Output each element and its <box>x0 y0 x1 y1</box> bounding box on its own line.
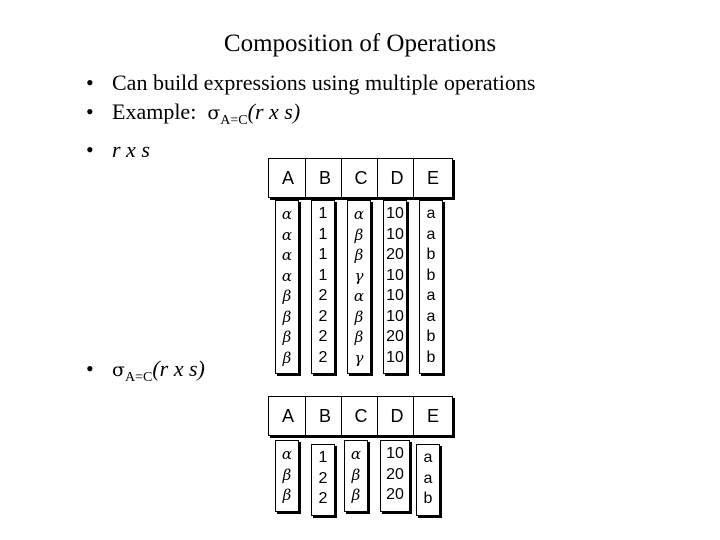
table1-cell: b <box>426 328 436 345</box>
table2-cell: β <box>282 486 292 504</box>
table1-header-e: E <box>413 158 453 198</box>
table2-cell: β <box>351 486 361 504</box>
table1-column-a: α α α α β β β β <box>275 200 299 374</box>
table1-cell: 2 <box>318 328 328 345</box>
table1-cell: 20 <box>386 328 404 345</box>
table2-cell: 10 <box>386 445 404 462</box>
table1-cell: a <box>426 205 436 222</box>
table1-cell: α <box>281 266 293 285</box>
table1-cell: a <box>426 225 436 243</box>
table1-cell: 20 <box>386 246 404 263</box>
table2-cell: a <box>423 469 433 487</box>
table2-cell: 2 <box>318 469 328 487</box>
bullet-list: Can build expressions using multiple ope… <box>86 68 535 164</box>
table2-column-b: 1 2 2 <box>311 444 335 516</box>
expression: r x s <box>112 137 150 162</box>
table1-cell: β <box>354 307 364 326</box>
table1-cell: a <box>426 287 436 304</box>
table2-header-c: C <box>341 396 381 436</box>
table1-cell: 10 <box>386 287 404 304</box>
bullet-prefix: Example: <box>112 99 208 124</box>
table1-cell: α <box>281 246 293 264</box>
bullet-item-2: Example: σA=C(r x s) <box>86 97 535 135</box>
table2-column-a: α β β <box>275 440 299 512</box>
table2-cell: α <box>281 445 293 463</box>
table1-cell: γ <box>354 348 364 367</box>
table1-cell: α <box>353 205 365 223</box>
table2-cell: 1 <box>318 449 328 466</box>
table1-cell: 2 <box>318 307 328 325</box>
table1-cell: 1 <box>318 225 328 243</box>
table1-column-c: α β β γ α β β γ <box>347 200 371 374</box>
table1-header-c: C <box>341 158 381 198</box>
table1-column-b: 1 1 1 1 2 2 2 2 <box>311 200 335 374</box>
table1-cell: b <box>426 266 436 284</box>
bullet-item-4: σA=C(r x s) <box>86 356 205 386</box>
bullet-item-3: r x s <box>86 135 535 164</box>
table1-cell: β <box>282 348 292 367</box>
table1-cell: 10 <box>386 225 404 243</box>
table2-header-b: B <box>305 396 345 436</box>
table1-header-a: A <box>268 158 308 198</box>
table1-column-d: 10 10 20 10 10 10 20 10 <box>383 200 407 374</box>
bullet-item-1: Can build expressions using multiple ope… <box>86 68 535 97</box>
table1-cell: γ <box>354 266 364 285</box>
table1-cell: β <box>282 307 292 326</box>
table1-cell: β <box>282 328 292 346</box>
table1-cell: β <box>354 328 364 346</box>
table2-column-d: 10 20 20 <box>380 440 410 512</box>
table2-header-e: E <box>413 396 453 436</box>
table2-cell: 20 <box>386 486 404 503</box>
table1-cell: 1 <box>318 205 328 222</box>
table2-cell: β <box>351 465 361 484</box>
table1-column-e: a a b b a a b b <box>419 200 443 374</box>
table1-cell: β <box>354 246 364 264</box>
table1-cell: α <box>281 205 293 223</box>
table2-header-a: A <box>268 396 308 436</box>
expression: (r x s) <box>247 99 301 124</box>
table1-cell: α <box>281 225 293 244</box>
table1-cell: a <box>426 307 436 325</box>
expression: (r x s) <box>152 356 205 381</box>
selection-subscript: A=C <box>220 113 248 128</box>
table1-cell: b <box>426 246 436 263</box>
table1-cell: b <box>426 348 436 366</box>
table2-cell: 20 <box>386 465 404 483</box>
table1-cell: 10 <box>386 348 404 366</box>
table1-cell: 2 <box>318 287 328 304</box>
table2-cell: β <box>282 465 292 484</box>
table2-column-c: α β β <box>344 440 368 512</box>
table1-cell: 1 <box>318 246 328 263</box>
slide-title: Composition of Operations <box>223 30 497 57</box>
table1-header-b: B <box>305 158 345 198</box>
table1-cell: 2 <box>318 348 328 366</box>
table1-cell: 1 <box>318 266 328 284</box>
table1-cell: 10 <box>386 266 404 284</box>
table2-column-e: a a b <box>416 444 440 516</box>
table1-cell: 10 <box>386 205 404 222</box>
sigma-symbol: σ <box>207 102 221 124</box>
selection-subscript: A=C <box>124 370 153 385</box>
sigma-symbol: σ <box>112 359 125 381</box>
table2-cell: α <box>350 445 362 463</box>
table2-cell: a <box>423 449 433 466</box>
table2-cell: b <box>423 490 433 507</box>
table1-cell: α <box>353 287 365 305</box>
table2-cell: 2 <box>318 490 328 507</box>
table1-cell: β <box>282 287 292 305</box>
table1-cell: 10 <box>386 307 404 325</box>
table1-header-d: D <box>377 158 417 198</box>
table2-header-d: D <box>377 396 417 436</box>
table1-cell: β <box>354 225 364 244</box>
